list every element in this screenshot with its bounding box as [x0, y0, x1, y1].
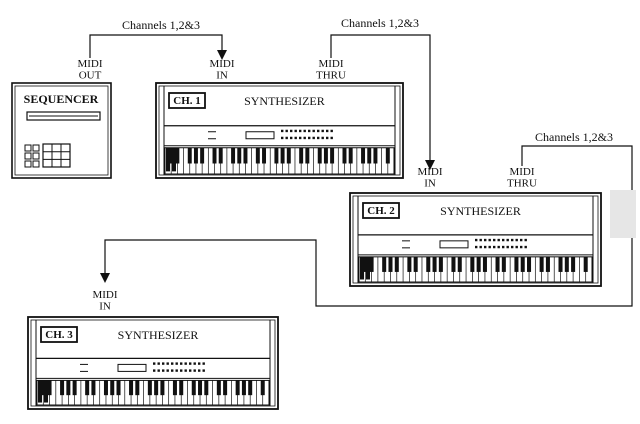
channel-badge	[40, 326, 78, 343]
connection-synth2-to-synth3: Channels 1,2&3	[100, 130, 633, 307]
sequencer-title: SEQUENCER	[24, 92, 99, 106]
synth-1: CH. 1 SYNTHESIZER	[155, 82, 404, 179]
edge-mark	[610, 190, 636, 238]
channel-badge	[168, 92, 206, 109]
synth-title: SYNTHESIZER	[118, 328, 199, 342]
connection-label-3: Channels 1,2&3	[535, 130, 613, 144]
synth-title: SYNTHESIZER	[244, 94, 325, 108]
connection-seq-to-synth1: Channels 1,2&3	[89, 18, 227, 60]
synth-display	[117, 363, 147, 372]
synth-2: CH. 2 SYNTHESIZER	[349, 192, 602, 287]
connection-label-1: Channels 1,2&3	[122, 18, 200, 32]
channel-badge-label: CH. 2	[367, 205, 395, 217]
synth-display	[439, 240, 469, 249]
channel-badge-label: CH. 1	[173, 95, 201, 107]
connection-synth1-to-synth2: Channels 1,2&3	[330, 16, 435, 170]
sequencer-device: SEQUENCER	[11, 82, 112, 179]
channel-badge-label: CH. 3	[45, 329, 73, 341]
sequencer-keypad	[24, 143, 71, 168]
channel-badge	[362, 202, 400, 219]
synth-3: CH. 3 SYNTHESIZER	[27, 316, 279, 410]
synth-title: SYNTHESIZER	[440, 204, 521, 218]
connection-label-2: Channels 1,2&3	[341, 16, 419, 30]
synth-display	[245, 131, 275, 140]
